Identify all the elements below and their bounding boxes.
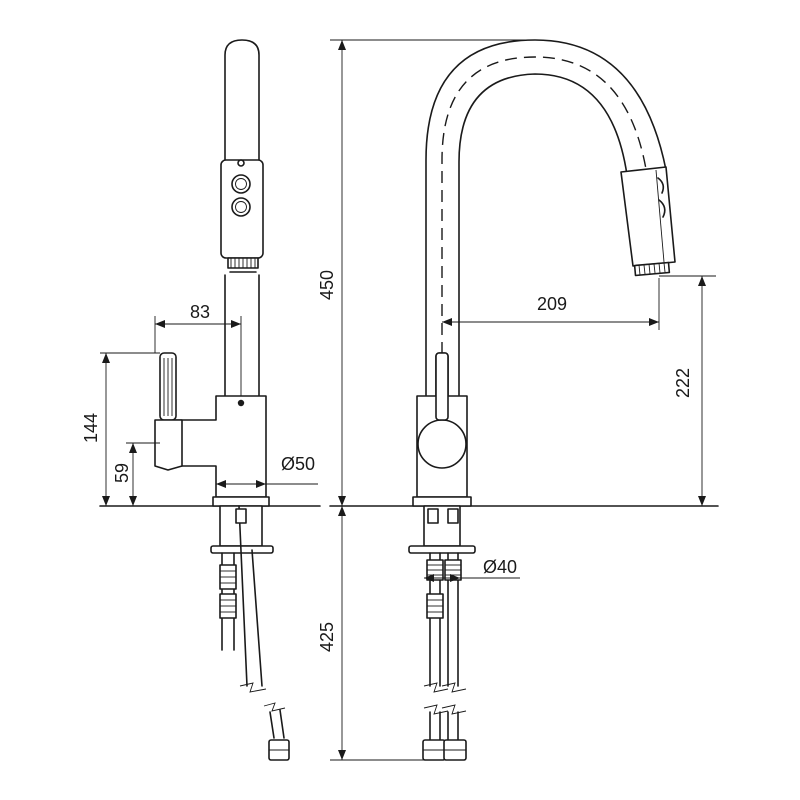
dim-144-label: 144 — [81, 413, 101, 443]
side-view-spray-head — [224, 39, 260, 161]
dim-450-label: 450 — [317, 270, 337, 300]
side-view-button-bottom-icon — [231, 197, 251, 217]
side-view-dimensions: 83 144 59 Ø50 — [81, 302, 318, 506]
dim-59-label: 59 — [112, 463, 132, 483]
front-view-lever-hub — [417, 419, 467, 469]
side-view-mount-plate — [210, 545, 274, 554]
side-view-button-top-icon — [231, 174, 251, 194]
front-view-faucet — [408, 39, 676, 761]
dim-diameter-40-label: Ø40 — [483, 557, 517, 577]
side-view-faucet — [154, 39, 290, 761]
front-view-dimensions: 450 425 209 222 Ø40 — [317, 39, 716, 761]
dim-diameter-50-label: Ø50 — [281, 454, 315, 474]
side-view-body — [175, 395, 267, 498]
dim-209-label: 209 — [537, 294, 567, 314]
dim-83-label: 83 — [190, 302, 210, 322]
dim-425-label: 425 — [317, 622, 337, 652]
front-view-spray-head — [620, 166, 676, 267]
front-view-mount-plate — [408, 545, 476, 554]
dim-222-label: 222 — [673, 368, 693, 398]
